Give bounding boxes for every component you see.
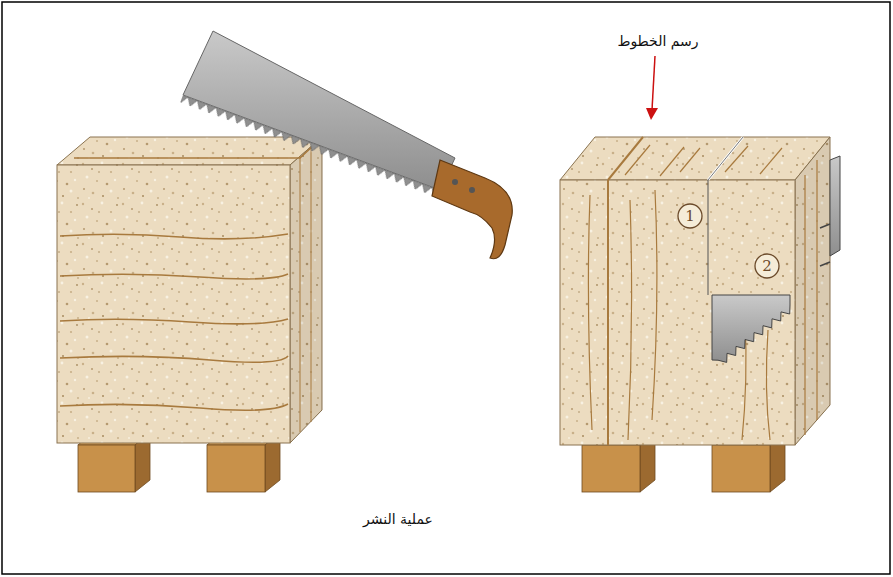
callout-circle: 2 (754, 253, 780, 279)
figure-caption: عملية النشر (363, 511, 433, 528)
callout-number: 2 (762, 259, 772, 274)
circle-outline (755, 254, 779, 278)
saw-blade (712, 156, 840, 362)
circle-outline (678, 204, 702, 228)
part-label: رسم الخطوط (617, 33, 698, 50)
stone-block (560, 137, 830, 445)
hand-saw (180, 31, 512, 259)
callout-circle: 1 (677, 203, 703, 229)
stone-block (57, 137, 322, 443)
leader-arrow (646, 56, 658, 120)
saw-cut-lines (60, 143, 316, 432)
callout-number: 1 (685, 209, 695, 224)
scribed-lines (588, 137, 817, 445)
